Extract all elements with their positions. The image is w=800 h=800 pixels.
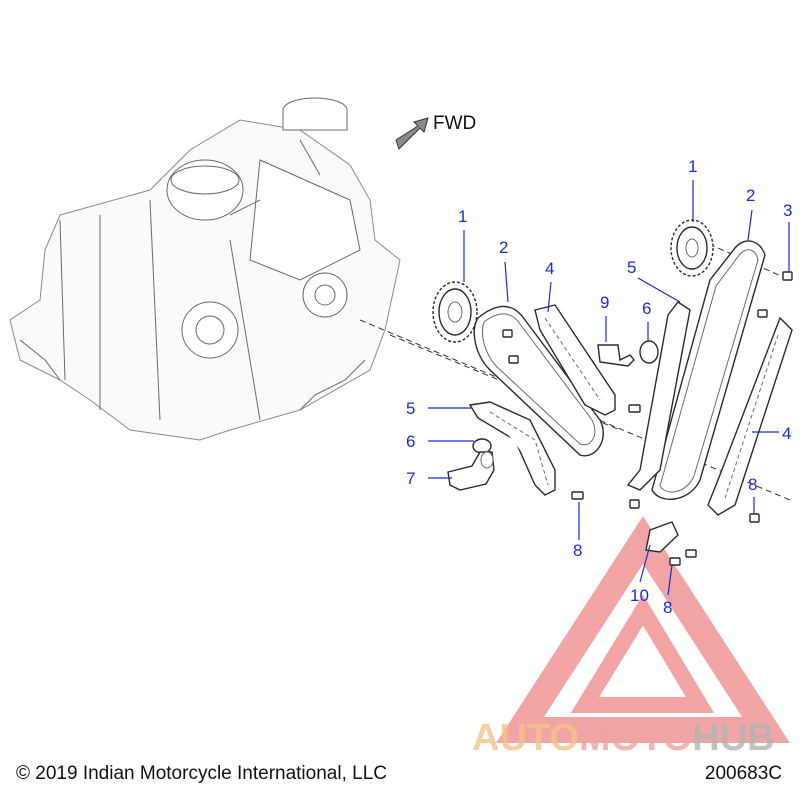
callout-3-bolt: 3: [783, 201, 792, 220]
right-chain-guide: [707, 316, 793, 516]
callout-6-right-ring: 6: [642, 299, 651, 318]
copyright-notice: © 2019 Indian Motorcycle International, …: [16, 763, 387, 784]
leader-lines: [428, 180, 790, 596]
left-seal-ring: [472, 438, 492, 454]
engine-crankcase: [9, 97, 401, 441]
chain-guide-bracket: [645, 521, 679, 553]
callout-6-left-ring: 6: [406, 432, 415, 451]
right-tensioner-blade: [626, 301, 691, 491]
watermark-text-moto: MOTO: [579, 717, 692, 759]
fwd-label: FWD: [433, 113, 476, 134]
tensioner-plug: [597, 344, 635, 367]
right-seal-ring: [639, 340, 659, 364]
fwd-indicator: FWD: [395, 113, 476, 150]
callout-9-plug: 9: [600, 293, 609, 312]
right-cam-sprocket: [670, 219, 714, 277]
callout-1-left-sprocket: 1: [458, 207, 467, 226]
callouts: 1 2 4 5 9 6 1 2 3 4 8 5 6 7 8 10 8: [406, 157, 792, 617]
callout-2-left-chain: 2: [499, 238, 508, 257]
left-tensioner-blade: [468, 401, 556, 496]
callout-7-tensioner: 7: [406, 469, 415, 488]
callout-8-bracket-bolt: 8: [663, 598, 672, 617]
watermark-text-hub: HUB: [692, 717, 774, 759]
drawing-number: 200683C: [704, 763, 782, 784]
chain-tensioner: [447, 451, 495, 491]
bolts: [502, 271, 793, 566]
left-upper-chain-guide: [534, 304, 616, 416]
callout-4-right-guide: 4: [782, 424, 791, 443]
callout-1-right-sprocket: 1: [688, 157, 697, 176]
watermark-text-auto: AUTO: [472, 717, 579, 759]
callout-4-left-guide: 4: [545, 259, 554, 278]
right-cam-chain: [651, 240, 766, 500]
watermark-text: AUTOMOTOHUB: [472, 717, 775, 759]
callout-8-right-bolt: 8: [748, 475, 757, 494]
callout-5-right-blade: 5: [627, 258, 636, 277]
left-cam-sprocket: [432, 281, 478, 343]
callout-5-left-blade: 5: [406, 399, 415, 418]
watermark-logo: [496, 516, 790, 743]
callout-2-right-chain: 2: [746, 186, 755, 205]
left-cam-chain: [473, 305, 604, 457]
callout-10-bracket: 10: [630, 586, 649, 605]
callout-8-left-bolt: 8: [573, 541, 582, 560]
fwd-arrow-icon: [395, 117, 429, 150]
